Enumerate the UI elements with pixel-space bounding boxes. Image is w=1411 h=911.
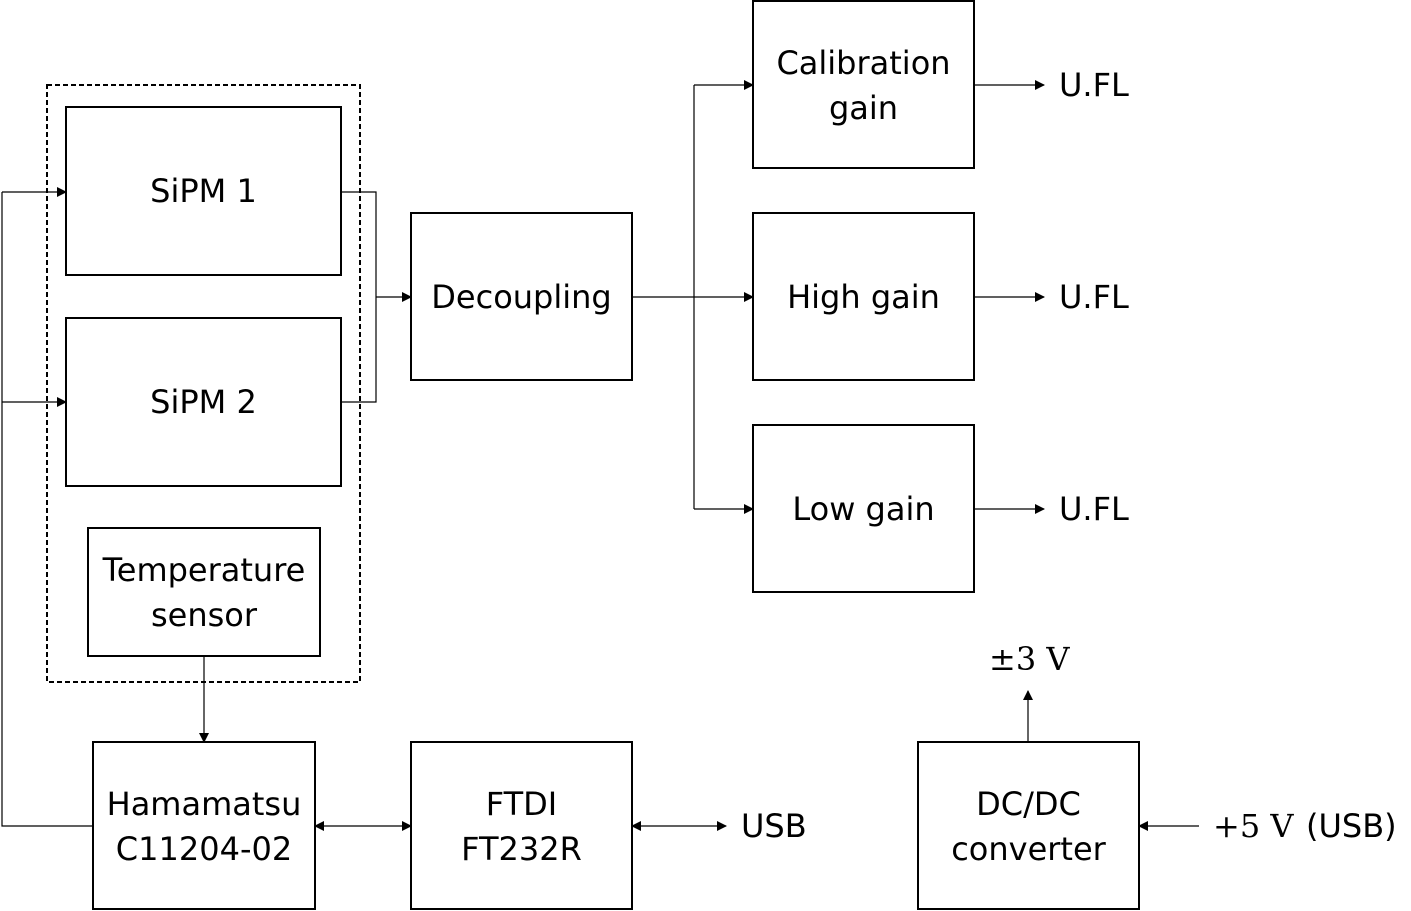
- hamamatsu-label-line2: C11204-02: [116, 830, 292, 868]
- calibration-gain-label-line1: Calibration: [776, 44, 950, 82]
- dcdc-converter-block: DC/DC converter: [917, 741, 1140, 910]
- dcdc-label-line2: converter: [951, 830, 1106, 868]
- sipm1-block: SiPM 1: [65, 106, 342, 276]
- decoupling-output-wires: [632, 80, 754, 514]
- ufl-low-label: U.FL: [1059, 490, 1129, 528]
- decoupling-block: Decoupling: [410, 212, 633, 381]
- calibration-gain-block: Calibration gain: [752, 0, 975, 169]
- bias-wires: [1, 187, 93, 827]
- temperature-sensor-block: Temperature sensor: [87, 527, 321, 657]
- dcdc-label-line1: DC/DC: [976, 785, 1081, 823]
- temperature-sensor-label-line2: sensor: [151, 596, 258, 634]
- power-out-label: ±3 V: [989, 640, 1070, 678]
- temperature-sensor-label-line1: Temperature: [102, 551, 306, 589]
- low-gain-block: Low gain: [752, 424, 975, 593]
- sipm2-block: SiPM 2: [65, 317, 342, 487]
- ufl-calibration-label: U.FL: [1059, 66, 1129, 104]
- power-in-label: +5 V: [1213, 807, 1294, 845]
- power-in-suffix-label: (USB): [1306, 807, 1397, 845]
- ufl-high-label: U.FL: [1059, 278, 1129, 316]
- sipm-output-wires: [341, 191, 412, 403]
- usb-label: USB: [741, 807, 807, 845]
- ftdi-label-line1: FTDI: [486, 785, 557, 823]
- sipm1-label: SiPM 1: [150, 172, 257, 210]
- high-gain-block: High gain: [752, 212, 975, 381]
- sipm2-label: SiPM 2: [150, 383, 257, 421]
- calibration-gain-label-line2: gain: [829, 89, 898, 127]
- hamamatsu-label-line1: Hamamatsu: [107, 785, 302, 823]
- high-gain-label: High gain: [787, 278, 940, 316]
- ufl-output-wires: [974, 80, 1045, 514]
- ftdi-label-line2: FT232R: [461, 830, 582, 868]
- decoupling-label: Decoupling: [431, 278, 611, 316]
- hamamatsu-block: Hamamatsu C11204-02: [92, 741, 316, 910]
- low-gain-label: Low gain: [792, 490, 934, 528]
- ftdi-block: FTDI FT232R: [410, 741, 633, 910]
